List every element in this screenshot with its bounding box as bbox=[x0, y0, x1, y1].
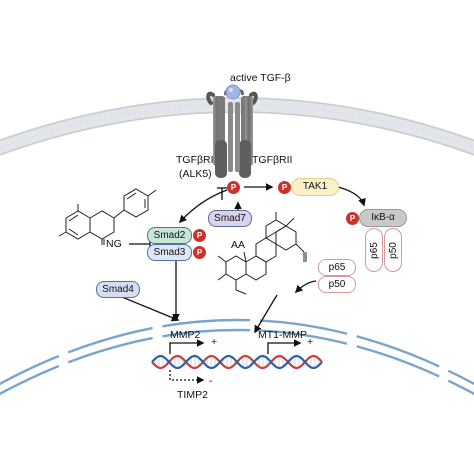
smad3-node: Smad3 bbox=[147, 244, 192, 261]
smad4-node: Smad4 bbox=[96, 281, 140, 298]
p65-vertical-label: p65 bbox=[368, 241, 380, 259]
receptor2-label: TGFβRII bbox=[252, 154, 293, 166]
receptor1-label: TGFβRI bbox=[176, 154, 214, 166]
ligand-highlight bbox=[229, 88, 233, 92]
p50-vertical-node: p50 bbox=[384, 228, 402, 272]
dna-strand-blue bbox=[151, 354, 323, 370]
tak1-node: TAK1 bbox=[291, 178, 339, 196]
promoter-arrow-mmp2 bbox=[169, 339, 205, 354]
smad2-phospho-badge: P bbox=[193, 229, 206, 242]
mmp2-plus-sign: + bbox=[211, 336, 218, 348]
arrow-nfkb-to-mt1mmp bbox=[254, 294, 278, 334]
naringenin-structure-icon bbox=[58, 188, 157, 245]
arrow-tak1-to-ikb bbox=[337, 186, 366, 207]
p65-node: p65 bbox=[318, 259, 356, 276]
mt1mmp-gene-label: MT1-MMP bbox=[258, 329, 307, 341]
promoter-arrow-timp2 bbox=[169, 370, 205, 384]
smad3-phospho-badge: P bbox=[193, 246, 206, 259]
receptor1-alias-label: (ALK5) bbox=[179, 168, 212, 180]
receptor-phospho-badge: P bbox=[227, 181, 240, 194]
receptor-complex-icon bbox=[206, 89, 258, 178]
promoter-arrow-mt1mmp bbox=[267, 339, 302, 354]
smad7-node: Smad7 bbox=[208, 210, 252, 227]
arrow-p65p50-to-nucleus bbox=[294, 280, 317, 294]
ikb-phospho-badge: P bbox=[346, 212, 359, 225]
smad2-node: Smad2 bbox=[147, 227, 192, 244]
p65-vertical-node: p65 bbox=[365, 228, 383, 272]
p50-node: p50 bbox=[318, 276, 356, 293]
mt1mmp-plus-sign: + bbox=[307, 336, 314, 348]
timp2-minus-sign: - bbox=[209, 375, 213, 387]
p50-vertical-label: p50 bbox=[387, 241, 399, 259]
tak1-phospho-badge: P bbox=[278, 181, 291, 194]
ikb-node: IκB-α bbox=[359, 209, 407, 227]
signal-arrows bbox=[121, 183, 366, 384]
asiatic-acid-structure-icon bbox=[217, 212, 307, 295]
tgf-beta-ligand-icon bbox=[225, 84, 241, 100]
nuclear-membrane bbox=[0, 318, 474, 396]
mmp2-gene-label: MMP2 bbox=[170, 329, 201, 341]
dna-helix-icon bbox=[151, 354, 323, 370]
ng-label: NG bbox=[106, 238, 122, 250]
ligand-label: active TGF-β bbox=[230, 72, 291, 84]
timp2-gene-label: TIMP2 bbox=[177, 389, 208, 401]
arrow-smad4-to-nucleus bbox=[121, 296, 180, 322]
aa-label: AA bbox=[231, 239, 246, 251]
